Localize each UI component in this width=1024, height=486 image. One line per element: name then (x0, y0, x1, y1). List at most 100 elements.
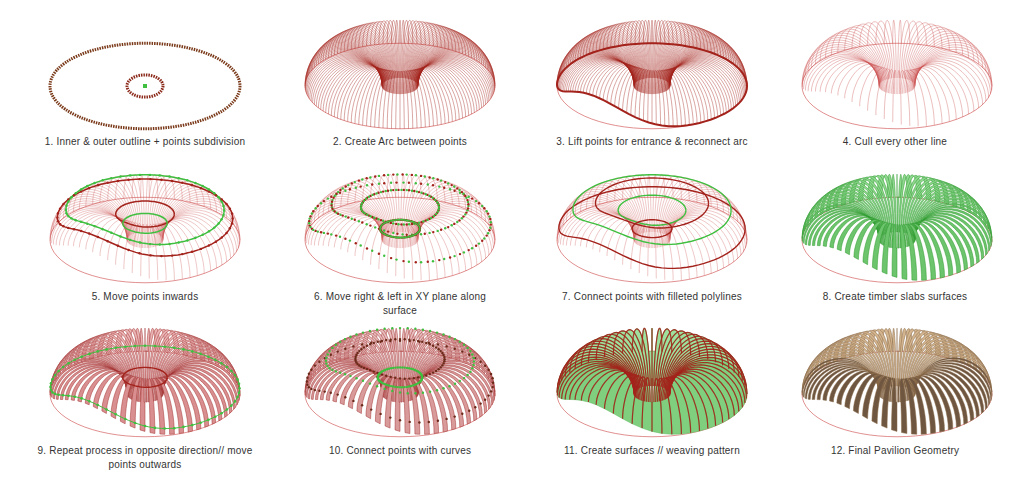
control-point (332, 197, 334, 199)
control-point (397, 189, 399, 191)
control-point (213, 192, 215, 194)
control-point (154, 427, 157, 430)
control-point (376, 385, 378, 387)
control-point (391, 327, 393, 329)
control-point (467, 207, 469, 209)
control-point (54, 374, 57, 377)
control-point (344, 396, 346, 398)
arc-line (648, 224, 652, 276)
control-point (453, 223, 455, 225)
control-point (432, 184, 434, 186)
arc-line (670, 52, 747, 90)
control-point (479, 361, 481, 363)
control-point (425, 374, 427, 376)
control-point (311, 212, 313, 214)
control-point (419, 372, 421, 374)
arc-line (653, 70, 657, 124)
control-point (437, 420, 439, 422)
control-point (465, 211, 467, 213)
arc-line (416, 61, 482, 108)
control-point (395, 189, 397, 191)
control-point (406, 173, 408, 175)
control-point (222, 205, 224, 207)
control-point (194, 182, 196, 184)
step-figure (305, 173, 495, 282)
control-point (57, 212, 59, 214)
arc-line (868, 68, 892, 111)
arc-line (904, 70, 934, 126)
control-point (306, 377, 308, 379)
arc-line (804, 53, 880, 89)
control-point (339, 236, 341, 238)
control-point (207, 355, 210, 358)
control-point (408, 189, 410, 191)
control-point (366, 214, 368, 216)
step-figure (802, 328, 992, 437)
control-point (97, 184, 99, 186)
control-point (96, 350, 99, 353)
arc-line (414, 218, 472, 268)
control-point (463, 251, 465, 253)
control-point (370, 408, 372, 410)
control-point (225, 203, 227, 205)
control-point (407, 327, 409, 329)
control-point (308, 373, 310, 375)
control-point (443, 258, 445, 260)
arc-line (659, 224, 689, 280)
control-point (373, 370, 375, 372)
timber-slab (898, 224, 907, 279)
control-point (429, 343, 431, 345)
control-point (491, 377, 493, 379)
control-point (400, 189, 402, 191)
control-point (86, 185, 88, 187)
control-point (468, 354, 470, 356)
control-point (312, 210, 314, 212)
control-point (389, 416, 391, 418)
control-point (463, 377, 465, 379)
control-point (331, 201, 333, 203)
control-point (355, 333, 357, 335)
control-point (456, 187, 458, 189)
control-point (437, 230, 439, 232)
control-point (358, 179, 360, 181)
control-point (408, 367, 410, 369)
control-point (173, 347, 176, 350)
control-point (160, 255, 162, 257)
step-figure (557, 174, 747, 283)
control-point (463, 344, 465, 346)
control-point (88, 187, 90, 189)
control-point (221, 236, 223, 238)
arc-line (334, 216, 387, 248)
control-point (371, 250, 373, 252)
control-point (115, 347, 118, 350)
control-point (173, 427, 176, 430)
control-point (320, 202, 322, 204)
control-point (475, 200, 477, 202)
arc-line (359, 69, 392, 124)
control-point (59, 223, 61, 225)
arc-line (401, 224, 405, 278)
control-point (435, 213, 437, 215)
control-point (339, 341, 341, 343)
control-point (352, 345, 354, 347)
control-point (73, 228, 75, 230)
control-point (178, 177, 180, 179)
arc-line (418, 206, 495, 244)
timber-slab (898, 378, 907, 433)
control-point (202, 234, 204, 236)
arc-line (396, 71, 400, 129)
control-point (404, 338, 406, 340)
arc-line (318, 61, 384, 108)
control-point (461, 350, 463, 352)
control-point (395, 258, 397, 260)
arc-line (417, 56, 491, 98)
arc-line (570, 58, 636, 91)
control-point (382, 220, 384, 222)
arc-line (308, 56, 382, 98)
arc-line (655, 70, 669, 126)
control-point (420, 192, 422, 194)
control-point (490, 390, 492, 392)
control-point (374, 226, 376, 228)
arc-line (653, 224, 657, 278)
control-point (97, 236, 99, 238)
